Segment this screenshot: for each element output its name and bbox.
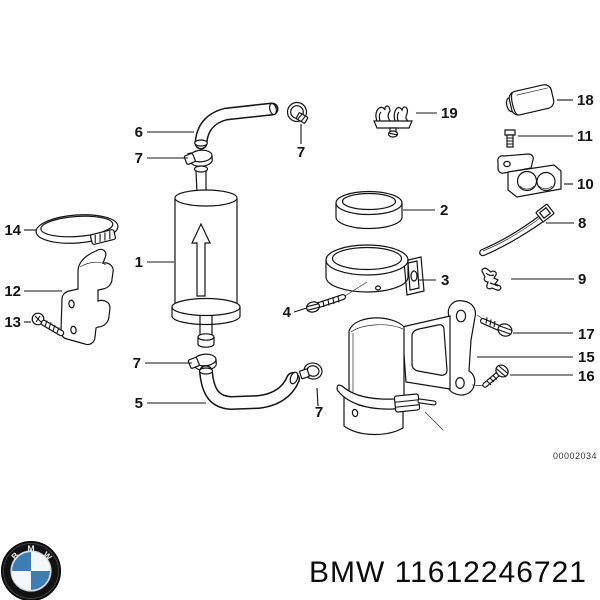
- callout-part-17: 17: [578, 326, 595, 343]
- part-5-hose-drawing: [198, 365, 300, 411]
- part-2-ring-drawing: [335, 190, 403, 230]
- callout-part-4: 4: [283, 304, 292, 321]
- part-19-clip-drawing: [373, 105, 413, 138]
- drawing-number: 00002034: [553, 451, 597, 461]
- part-7b-clamp-drawing: [286, 101, 309, 124]
- callout-part-11: 11: [577, 128, 593, 145]
- part-12-bracket-drawing: [60, 248, 114, 346]
- part-11-bolt-drawing: [504, 129, 516, 148]
- callout-part-19: 19: [441, 105, 458, 122]
- part-8-strap-drawing: [479, 203, 555, 257]
- part-10-holder-drawing: [497, 153, 562, 198]
- bmw-logo-icon: B M W: [1, 541, 61, 600]
- part-14-clamp-drawing: [35, 214, 119, 245]
- part-6-hose-drawing: [194, 102, 279, 150]
- callout-labels: 1 2 3 4 5 6 7 7 7 7 8 9 10 11 12 13 14 1…: [4, 92, 594, 421]
- part-17-bolt-drawing: [480, 317, 513, 337]
- callout-part-7d: 7: [315, 404, 323, 421]
- flow-direction-arrow: [191, 222, 211, 297]
- callout-part-1: 1: [135, 254, 143, 271]
- part-7d-clamp-drawing: [299, 362, 323, 380]
- part-9-clip-drawing: [481, 267, 502, 291]
- part-13-screw-drawing: [31, 312, 65, 337]
- callout-part-7c: 7: [133, 355, 141, 372]
- callout-part-15: 15: [578, 349, 595, 366]
- callout-part-8: 8: [578, 215, 586, 232]
- part-16-bolt-drawing: [482, 364, 509, 388]
- callout-part-6: 6: [135, 124, 143, 141]
- callout-part-2: 2: [440, 202, 448, 219]
- callout-part-14: 14: [4, 222, 21, 239]
- callout-part-7a: 7: [135, 150, 143, 167]
- part-3-clamp-drawing: [325, 244, 425, 296]
- callout-part-3: 3: [441, 272, 449, 289]
- part-15-bracket-drawing: [336, 300, 487, 436]
- part-7a-clamp-drawing: [183, 149, 213, 167]
- callout-part-13: 13: [4, 314, 21, 331]
- part-18-grommet-drawing: [505, 84, 555, 116]
- callout-part-16: 16: [578, 368, 595, 385]
- leader-lines: [24, 99, 574, 407]
- callout-part-18: 18: [577, 92, 594, 109]
- callout-part-10: 10: [577, 176, 594, 193]
- bmw-logo-letter-m: M: [27, 544, 34, 554]
- part-number-text: BMW 11612246721: [309, 556, 587, 589]
- callout-part-9: 9: [578, 271, 586, 288]
- part-1-fuel-filter-drawing: [171, 165, 241, 348]
- callout-part-5: 5: [135, 395, 143, 412]
- part-4-bolt-drawing: [305, 294, 346, 313]
- callout-part-7b: 7: [297, 144, 305, 161]
- bmw-logo-letter-b: B: [9, 550, 20, 562]
- callout-part-12: 12: [4, 283, 21, 300]
